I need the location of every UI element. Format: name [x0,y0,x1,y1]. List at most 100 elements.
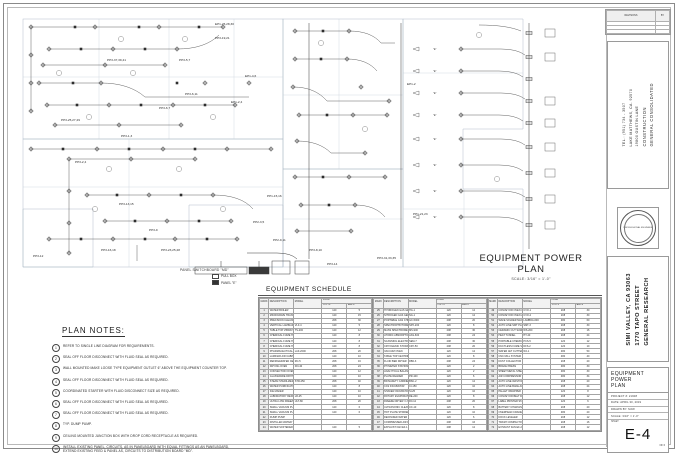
plan-title-block: EQUIPMENT POWER PLAN SCALE: 3/16" = 1'-0… [466,253,596,281]
firm-info-block: GENERAL CONSOLIDATED CONSTRUCTION 19800 … [607,41,669,189]
revisions-header-by: BY [655,10,670,22]
svg-text:"E": "E" [433,189,437,193]
svg-text:PP3-9: PP3-9 [149,228,158,232]
svg-text:PP3-13,15: PP3-13,15 [119,202,134,206]
sheet-date: DATE: APRIL 30, 2019 [608,400,668,407]
schedule-col-model: MODEL [521,297,552,309]
plan-note-number: 2 [52,355,60,364]
schedule-cell-description: WATER SOFTENER [268,424,295,431]
schedule-cell-description: EXHAUST FAN EF-1 [382,424,409,431]
svg-text:"E": "E" [433,113,437,117]
svg-text:PP2-9,11: PP2-9,11 [273,238,286,242]
svg-text:PP3-2,4: PP3-2,4 [75,160,86,164]
svg-text:EP1-2: EP1-2 [407,82,416,86]
firm-phone: TEL.: (951) 734 - 3507 [622,102,626,147]
schedule-col-description: DESCRIPTION [382,297,409,309]
svg-text:PP3-14: PP3-14 [327,262,338,266]
plan-note-text: REFER TO SINGLE LINE DIAGRAM FOR REQUIRE… [63,344,155,348]
svg-text:PP3-12: PP3-12 [33,254,44,258]
legend-label-pull-box: PULL BOX [221,274,237,279]
sheet-title-line-1: EQUIPMENT [611,370,644,377]
schedule-cell-volts: 208 [435,424,462,431]
schedule-cell-mark: 72 [487,424,498,431]
svg-text:EP1-2,4: EP1-2,4 [231,100,242,104]
plan-note-number: 4 [52,377,60,386]
schedule-cell-model [293,424,323,431]
schedule-col-description: DESCRIPTION [496,297,523,309]
revision-desc [606,28,656,35]
plan-note-text: WALL MOUNTED MAKE LOOSE TYPE EQUIPMENT O… [63,366,227,371]
firm-name-line-2: CONSTRUCTION [641,107,647,147]
svg-text:PP3-25,27,29: PP3-25,27,29 [61,118,80,122]
schedule-col-model: MODEL [407,297,437,309]
svg-text:PP3-19,21: PP3-19,21 [215,36,230,40]
engineer-seal-block: PROFESSIONAL ENGINEER [617,207,659,249]
schedule-col-mark: MARK [258,297,270,309]
plan-note-number: 8 [52,422,60,431]
svg-text:"E": "E" [433,69,437,73]
legend-caption: PANEL SWITCHBOARD "MD" [180,268,229,272]
plan-note-number: 1 [52,344,60,352]
svg-text:PP3-37,39,41: PP3-37,39,41 [107,58,126,62]
svg-text:"E": "E" [433,137,437,141]
svg-text:PP3-16,18: PP3-16,18 [101,248,116,252]
sheet-of-total: OF 6 [659,444,665,448]
revision-row[interactable] [606,28,670,35]
seal-text: PROFESSIONAL ENGINEER [623,226,653,229]
svg-text:PP3-8,10: PP3-8,10 [309,248,322,252]
plan-note-number: 3 [52,366,60,375]
plan-note-number: 5 [52,388,60,397]
firm-name-line-1: GENERAL CONSOLIDATED [649,83,654,147]
plan-note-number: 6 [52,399,60,408]
sheet-border-outer [3,3,675,449]
legend-item-pull-box: PULL BOX [178,273,282,279]
equipment-power-plan-drawing[interactable]: PP3-25,27,29 PP3-37,39,41 PP3-5,7 PP3-19… [9,9,605,279]
svg-text:PP3-5,7: PP3-5,7 [179,58,190,62]
client-city-state-zip: SIMI VALLEY, CA 93063 [626,272,632,346]
titleblock-divider [606,9,607,447]
sheet-info-block: EQUIPMENT POWER PLAN PROJECT #: 21908 DA… [607,367,669,453]
plan-note-text: COORDINATED STARTER WITH FLUID DISCONNEC… [63,388,180,393]
schedule-cell-volts: 208 [550,424,576,431]
plan-note-text: SEAL OFF FLOOR DISCONNECT WITH FLUID SEA… [63,399,169,404]
revisions-block[interactable]: REVISIONS BY [605,9,671,35]
schedule-cell-amps: 12 [575,424,601,431]
sheet-number-label: SHEET: [611,421,620,424]
svg-text:"E": "E" [433,91,437,95]
revisions-header-desc: REVISIONS [606,10,656,22]
panel-legend: PANEL SWITCHBOARD "MD" PULL BOX PANEL "E… [178,268,282,298]
plan-title-text: EQUIPMENT POWER PLAN [479,253,583,275]
equipment-schedule-title: EQUIPMENT SCHEDULE [258,285,602,296]
sheet-border-inner [7,7,671,445]
client-street: 1770 TAPO STREET [635,284,641,346]
revision-by [655,28,670,35]
schedule-cell-amps: 12 [460,424,487,431]
sheet-title-line-2: POWER [611,376,632,383]
svg-text:PP2-3,5: PP2-3,5 [253,220,264,224]
svg-text:PP3-6,11: PP3-6,11 [185,92,198,96]
